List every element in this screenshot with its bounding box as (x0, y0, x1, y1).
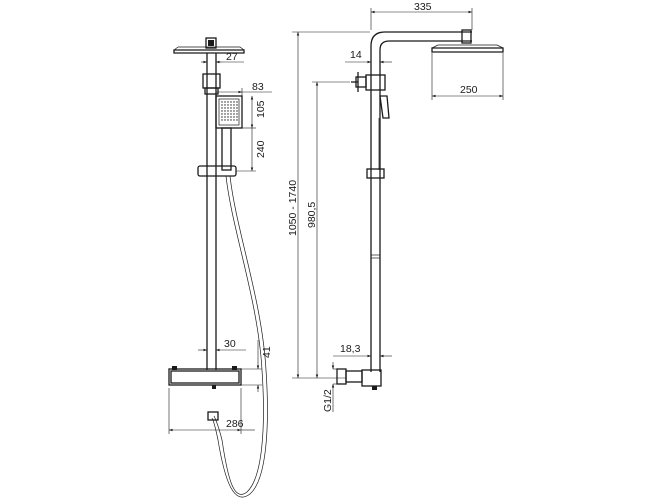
side-view (336, 29, 504, 390)
front-mixer-valve (168, 366, 242, 389)
front-view (168, 37, 268, 498)
label-g1-2: G1/2 (322, 389, 334, 412)
label-980-5: 980,5 (306, 202, 318, 228)
label-41: 41 (261, 346, 273, 358)
dimension-labels: 27 83 105 240 30 41 286 335 14 250 1050 … (224, 1, 478, 430)
front-riser-pipe (202, 53, 221, 370)
side-mixer-valve (336, 368, 382, 390)
dimension-lines (168, 8, 504, 434)
front-hand-shower (215, 95, 243, 171)
label-1050-1740: 1050 - 1740 (287, 180, 299, 236)
label-83: 83 (252, 81, 264, 93)
label-240: 240 (255, 140, 267, 158)
label-30: 30 (224, 338, 236, 350)
side-hand-shower (379, 95, 390, 119)
label-286: 286 (226, 418, 244, 430)
side-overhead-shower-head (431, 29, 504, 53)
label-27: 27 (226, 51, 238, 63)
label-18-3: 18,3 (340, 343, 361, 355)
label-105: 105 (255, 100, 267, 118)
label-14: 14 (350, 49, 362, 61)
front-hose (213, 175, 264, 495)
front-overhead-shower-head (173, 37, 245, 54)
side-overhead-arm (370, 31, 472, 170)
front-slide-holder (197, 165, 237, 177)
label-250: 250 (460, 84, 478, 96)
label-335: 335 (414, 1, 432, 13)
